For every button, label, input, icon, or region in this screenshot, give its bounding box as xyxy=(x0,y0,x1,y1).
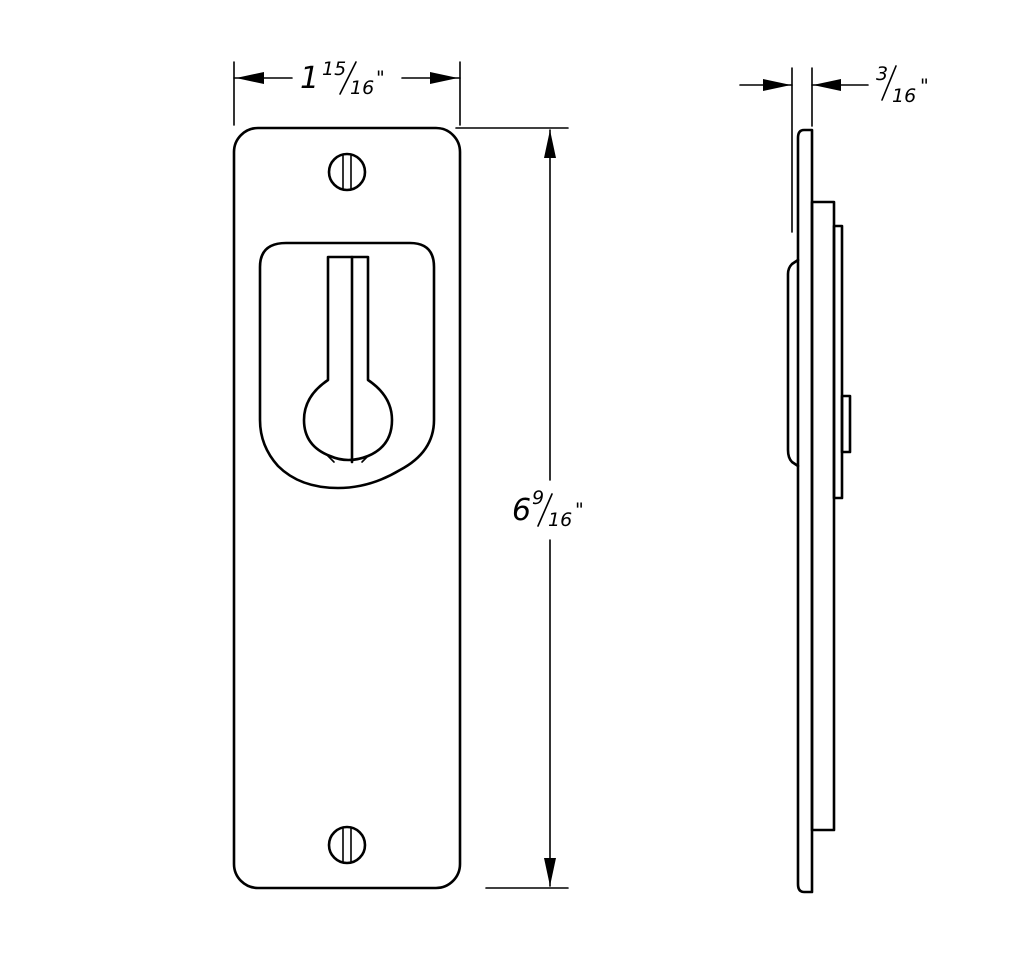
finger-pull-icon xyxy=(258,241,436,490)
side-mortise-body xyxy=(810,200,836,832)
height-denominator: 16 xyxy=(548,509,572,531)
height-unit: " xyxy=(575,499,584,521)
height-whole: 6 xyxy=(512,493,531,528)
side-latch-tab xyxy=(840,394,852,454)
side-face-plate xyxy=(796,128,814,894)
thickness-dimension: 3 16 " xyxy=(739,63,929,233)
height-numerator: 9 xyxy=(532,487,544,509)
thickness-unit: " xyxy=(920,75,929,97)
width-numerator: 15 xyxy=(322,58,346,80)
bottom-screw-icon xyxy=(327,825,367,865)
side-view: 3 16 " xyxy=(739,63,929,894)
side-inner-step xyxy=(832,224,844,500)
plate-outline xyxy=(232,126,462,890)
width-unit: " xyxy=(376,67,385,89)
width-whole: 1 xyxy=(300,61,319,96)
width-denominator: 16 xyxy=(350,77,374,99)
height-dimension: 6 9 16 " xyxy=(455,127,584,889)
width-dimension: 1 15 16 " xyxy=(233,58,461,126)
side-pull-profile xyxy=(786,258,800,468)
thickness-numerator: 3 xyxy=(876,63,888,85)
top-screw-icon xyxy=(327,152,367,192)
thickness-denominator: 16 xyxy=(892,85,916,107)
front-view: 1 15 16 " 6 9 16 " xyxy=(232,58,584,890)
